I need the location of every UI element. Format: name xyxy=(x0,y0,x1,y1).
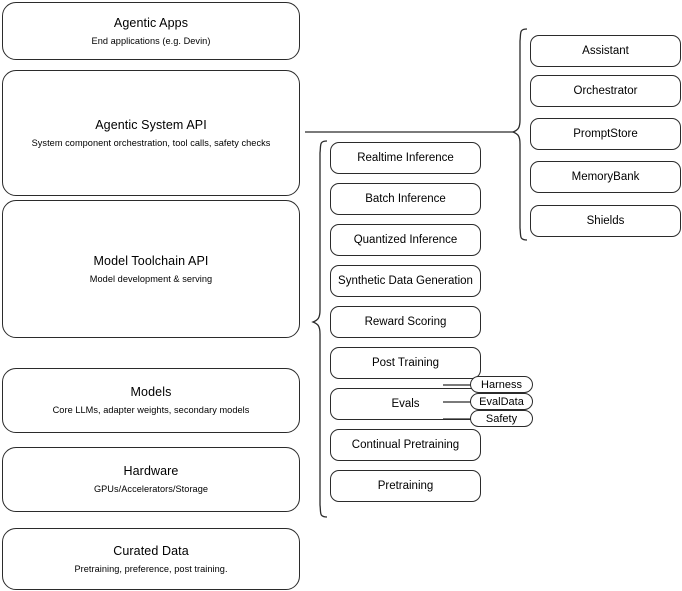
toolchain-box-quantized-inference[interactable]: Quantized Inference xyxy=(330,224,481,256)
toolchain-box-label: Realtime Inference xyxy=(357,152,454,164)
system-box-assistant[interactable]: Assistant xyxy=(530,35,681,67)
layer-subtitle: End applications (e.g. Devin) xyxy=(91,35,211,46)
eval-pill-label: EvalData xyxy=(479,395,524,408)
toolchain-box-reward-scoring[interactable]: Reward Scoring xyxy=(330,306,481,338)
toolchain-box-continual-pretraining[interactable]: Continual Pretraining xyxy=(330,429,481,461)
toolchain-box-label: Reward Scoring xyxy=(364,316,447,328)
eval-pill-safety[interactable]: Safety xyxy=(470,410,533,427)
layer-subtitle: System component orchestration, tool cal… xyxy=(31,137,271,148)
layer-box-agentic-apps[interactable]: Agentic Apps End applications (e.g. Devi… xyxy=(2,2,300,60)
system-box-label: Shields xyxy=(586,215,625,227)
system-box-memorybank[interactable]: MemoryBank xyxy=(530,161,681,193)
toolchain-box-label: Continual Pretraining xyxy=(351,439,460,451)
layer-box-hardware[interactable]: Hardware GPUs/Accelerators/Storage xyxy=(2,447,300,512)
eval-pill-evaldata[interactable]: EvalData xyxy=(470,393,533,410)
layer-title: Curated Data xyxy=(113,543,189,558)
system-box-promptstore[interactable]: PromptStore xyxy=(530,118,681,150)
system-box-label: PromptStore xyxy=(573,128,638,140)
toolchain-box-label: Post Training xyxy=(371,357,440,369)
brace-system-components xyxy=(511,28,528,241)
system-box-orchestrator[interactable]: Orchestrator xyxy=(530,75,681,107)
layer-box-agentic-system-api[interactable]: Agentic System API System component orch… xyxy=(2,70,300,196)
toolchain-box-batch-inference[interactable]: Batch Inference xyxy=(330,183,481,215)
layer-title: Model Toolchain API xyxy=(93,253,209,268)
brace-toolchain-components xyxy=(311,140,328,518)
system-box-label: MemoryBank xyxy=(571,171,640,183)
layer-subtitle: GPUs/Accelerators/Storage xyxy=(93,484,209,494)
system-box-label: Orchestrator xyxy=(573,85,638,97)
eval-pill-harness[interactable]: Harness xyxy=(470,376,533,393)
layer-title: Models xyxy=(130,385,172,399)
toolchain-box-label: Batch Inference xyxy=(365,193,446,205)
system-box-shields[interactable]: Shields xyxy=(530,205,681,237)
layer-subtitle: Core LLMs, adapter weights, secondary mo… xyxy=(52,405,250,415)
toolchain-box-label: Synthetic Data Generation xyxy=(338,275,473,287)
layer-box-model-toolchain-api[interactable]: Model Toolchain API Model development & … xyxy=(2,200,300,338)
layer-subtitle: Pretraining, preference, post training. xyxy=(74,563,228,574)
toolchain-box-label: Evals xyxy=(391,398,420,410)
layer-box-models[interactable]: Models Core LLMs, adapter weights, secon… xyxy=(2,368,300,433)
toolchain-box-pretraining[interactable]: Pretraining xyxy=(330,470,481,502)
eval-pill-label: Safety xyxy=(485,412,518,425)
toolchain-box-evals[interactable]: Evals xyxy=(330,388,481,420)
toolchain-box-label: Quantized Inference xyxy=(353,234,458,246)
layer-subtitle: Model development & serving xyxy=(89,273,213,284)
toolchain-box-post-training[interactable]: Post Training xyxy=(330,347,481,379)
layer-title: Agentic Apps xyxy=(113,15,189,30)
toolchain-box-realtime-inference[interactable]: Realtime Inference xyxy=(330,142,481,174)
toolchain-box-synthetic-data-generation[interactable]: Synthetic Data Generation xyxy=(330,265,481,297)
layer-title: Agentic System API xyxy=(95,117,207,132)
layer-title: Hardware xyxy=(123,464,179,478)
eval-pill-label: Harness xyxy=(481,378,522,391)
toolchain-box-label: Pretraining xyxy=(377,480,434,492)
system-box-label: Assistant xyxy=(582,45,629,57)
layer-box-curated-data[interactable]: Curated Data Pretraining, preference, po… xyxy=(2,528,300,590)
